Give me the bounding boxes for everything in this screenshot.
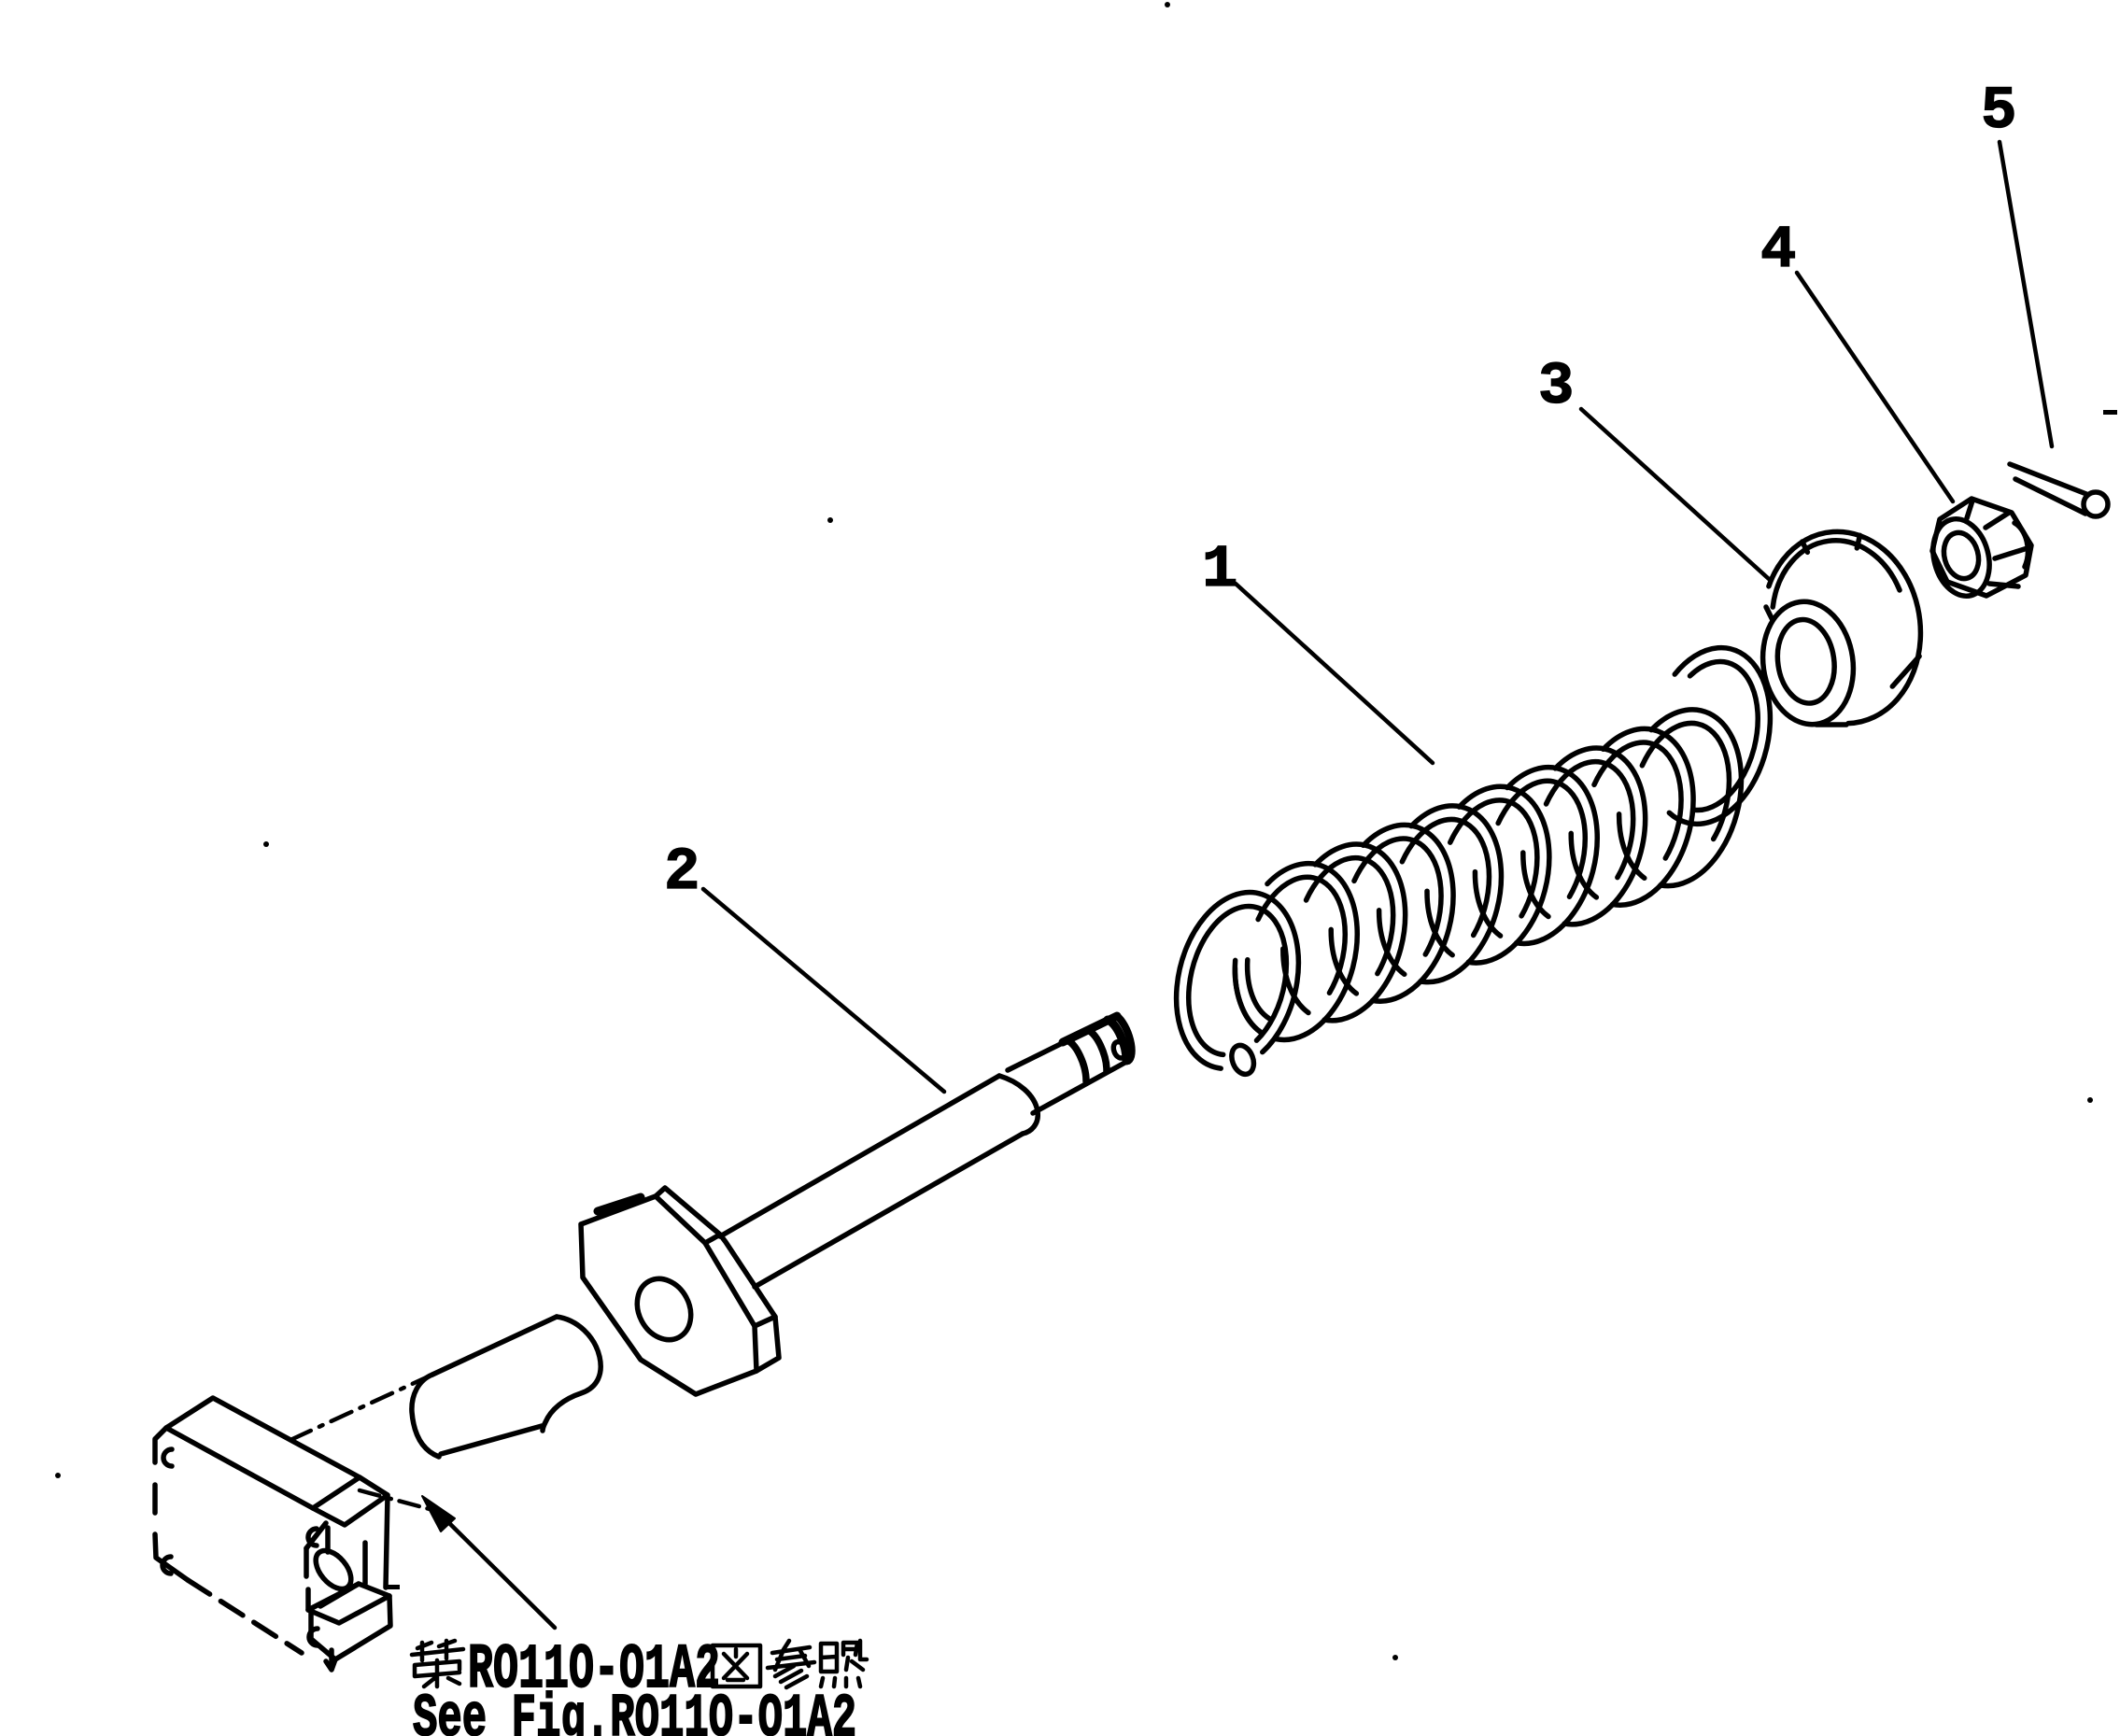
svg-text:1: 1: [1202, 537, 1237, 604]
svg-text:3: 3: [1538, 354, 1574, 421]
svg-text:4: 4: [1760, 218, 1796, 285]
svg-text:5: 5: [1981, 78, 2016, 146]
svg-text:2: 2: [664, 840, 700, 907]
svg-text:See Fig.RO11O-O1A2: See Fig.RO11O-O1A2: [413, 1685, 856, 1736]
svg-text:RO11O-O1A2: RO11O-O1A2: [468, 1636, 720, 1706]
